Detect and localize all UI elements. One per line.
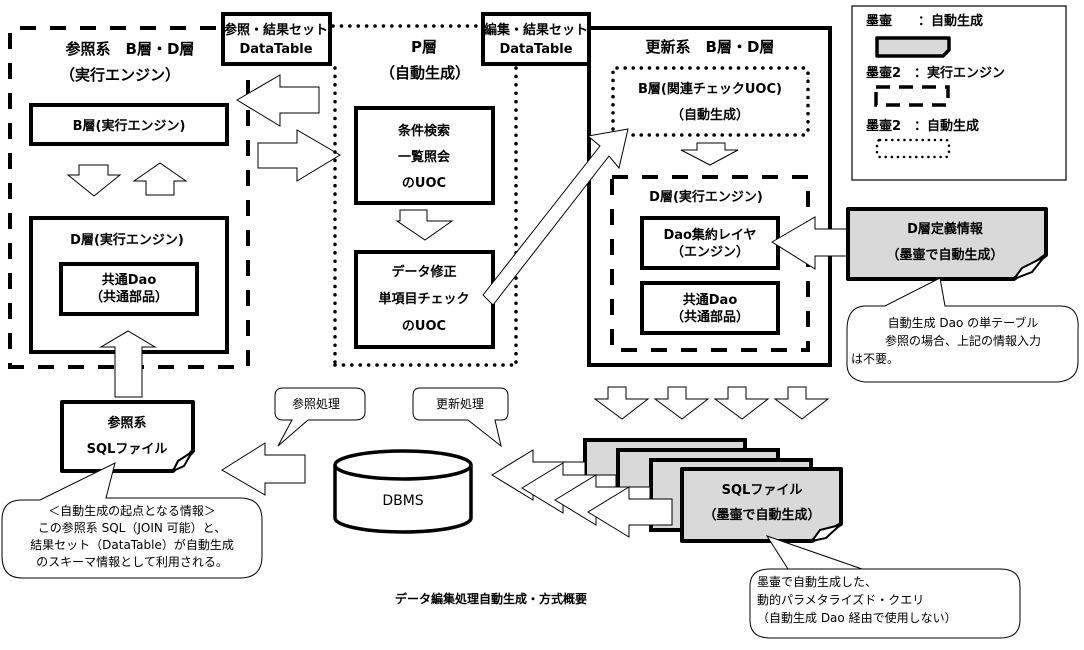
- ref-b-layer-box: [29, 103, 229, 146]
- arrow-down-icon: [653, 386, 710, 420]
- arrow-up-icon: [99, 330, 157, 398]
- ref-sql-subtitle: SQLファイル: [87, 442, 168, 457]
- update-b-layer-sublabel: （自動生成）: [671, 107, 749, 123]
- arrow-down-icon: [713, 386, 770, 420]
- update-layer-container: 更新系 B層・D層 B層(関連チェックUOC) （自動生成） D層(実行エンジン…: [587, 26, 832, 367]
- callout-line: は不要。: [851, 352, 899, 366]
- ref-result-datatable-tag: 参照・結果セット DataTable: [221, 12, 332, 66]
- legend-dashed-swatch: [874, 85, 950, 107]
- dao-aggregation-sublabel: （エンジン）: [671, 244, 749, 260]
- ref-sql-note-callout: ＜自動生成の起点となる情報＞ この参照系 SQL（JOIN 可能）と、 結果セッ…: [1, 462, 263, 579]
- legend-item-label: 墨壷2 ：実行エンジン: [866, 65, 1005, 81]
- arrow-down-icon: [680, 142, 739, 166]
- callout-line: （自動生成 Dao 経由で使用しない）: [757, 610, 957, 625]
- update-process-callout: 更新処理: [412, 387, 509, 448]
- callout-text: 参照処理: [292, 396, 340, 411]
- p-layer-container: P層 （自動生成） 条件検索 一覧照会 のUOC データ修正 単項目チェック の…: [331, 24, 518, 367]
- search-uoc-line: 条件検索: [398, 123, 450, 139]
- sql-file-subtitle: （墨壷で自動生成）: [703, 507, 820, 523]
- arrow-left-icon: [587, 486, 673, 538]
- arrow-diagonal-icon: [482, 128, 629, 306]
- reference-layer-container: 参照系 B層・D層 （実行エンジン） B層(実行エンジン) D層(実行エンジン)…: [8, 26, 250, 369]
- arrow-down-icon: [593, 386, 650, 420]
- callout-line: 自動生成 Dao の単テーブル: [888, 315, 1039, 330]
- update-d-layer-label: D層(実行エンジン): [649, 189, 763, 205]
- callout-line: 参照の場合、上記の情報入力: [885, 333, 1041, 348]
- callout-line: のスキーマ情報として利用される。: [36, 555, 228, 569]
- arrow-left-icon: [236, 74, 320, 127]
- edit-uoc-line: のUOC: [402, 319, 446, 334]
- ref-common-dao-label: 共通Dao: [102, 272, 157, 288]
- arrow-down-icon: [395, 209, 454, 241]
- update-b-layer-box: [611, 66, 810, 137]
- legend-gray-doc-swatch: [875, 36, 951, 58]
- callout-line: 墨壷で自動生成した、: [757, 575, 877, 589]
- ref-result-label: 参照・結果セット: [224, 22, 328, 38]
- search-uoc-box: [354, 106, 495, 205]
- arrow-up-icon: [132, 162, 188, 196]
- legend-item-label: 墨壷 ：自動生成: [866, 13, 983, 29]
- ref-b-layer-label: B層(実行エンジン): [73, 118, 186, 134]
- diagram-title: データ編集処理自動生成・方式概要: [395, 591, 587, 606]
- dao-aggregation-box: [640, 216, 780, 270]
- p-layer-subtitle: （自動生成）: [380, 64, 470, 82]
- update-common-dao-label: 共通Dao: [683, 292, 738, 308]
- callout-line: 動的パラメタライズド・クエリ: [757, 592, 924, 607]
- ref-common-dao-sublabel: （共通部品）: [90, 289, 168, 305]
- dbms-cylinder: DBMS: [333, 449, 473, 534]
- arrow-down-icon: [773, 386, 830, 420]
- d-def-title: D層定義情報: [907, 221, 984, 237]
- sql-file-note-callout: 墨壷で自動生成した、 動的パラメタライズド・クエリ （自動生成 Dao 経由で使…: [749, 535, 1021, 639]
- legend-item-label: 墨壷2 ：自動生成: [866, 118, 979, 134]
- callout-line: ＜自動生成の起点となる情報＞: [48, 504, 216, 518]
- ref-result-sublabel: DataTable: [239, 42, 312, 57]
- ref-sql-file-doc: 参照系 SQLファイル: [60, 400, 195, 474]
- update-layer-title: 更新系 B層・D層: [646, 38, 775, 56]
- edit-result-label: 編集・結果セット: [484, 22, 588, 38]
- ref-process-callout: 参照処理: [274, 387, 366, 447]
- down-arrows-group: [593, 386, 830, 420]
- arrow-left-icon: [771, 216, 853, 270]
- update-b-layer-label: B層(関連チェックUOC): [638, 81, 782, 97]
- search-uoc-line: のUOC: [402, 176, 446, 191]
- sql-file-title: SQLファイル: [722, 483, 803, 498]
- ref-d-layer-label: D層(実行エンジン): [70, 232, 184, 248]
- reference-layer-title: 参照系 B層・D層: [66, 40, 195, 58]
- edit-result-sublabel: DataTable: [499, 42, 572, 57]
- legend: 墨壷 ：自動生成 墨壷2 ：実行エンジン 墨壷2 ：自動生成: [851, 5, 1067, 181]
- ref-sql-title: 参照系: [107, 415, 146, 431]
- search-uoc-line: 一覧照会: [398, 149, 451, 165]
- d-layer-definition-doc: D層定義情報 （墨壷で自動生成）: [846, 207, 1048, 282]
- arrow-right-icon: [257, 129, 341, 182]
- callout-text: 更新処理: [436, 396, 484, 411]
- dbms-label: DBMS: [382, 493, 423, 509]
- update-common-dao-box: [640, 281, 780, 335]
- arrow-left-icon: [221, 442, 306, 496]
- reference-layer-subtitle: （実行エンジン）: [60, 66, 180, 84]
- p-layer-title: P層: [411, 38, 437, 56]
- edit-uoc-line: 単項目チェック: [378, 291, 469, 307]
- d-def-note-callout: 自動生成 Dao の単テーブル 参照の場合、上記の情報入力 は不要。: [846, 277, 1079, 383]
- sql-file-stack: SQLファイル （墨壷で自動生成）: [491, 438, 843, 543]
- edit-uoc-line: データ修正: [391, 264, 456, 280]
- dao-aggregation-label: Dao集約レイヤ: [663, 227, 756, 243]
- callout-line: この参照系 SQL（JOIN 可能）と、: [38, 520, 226, 535]
- d-def-subtitle: （墨壷で自動生成）: [886, 247, 1003, 263]
- update-common-dao-sublabel: （共通部品）: [671, 309, 749, 325]
- sql-file-doc-front: [680, 467, 843, 543]
- arrow-down-icon: [66, 164, 122, 197]
- ref-common-dao-box: [59, 262, 199, 316]
- callout-line: 結果セット（DataTable）が自動生成: [30, 537, 234, 552]
- edit-result-datatable-tag: 編集・結果セット DataTable: [481, 12, 591, 66]
